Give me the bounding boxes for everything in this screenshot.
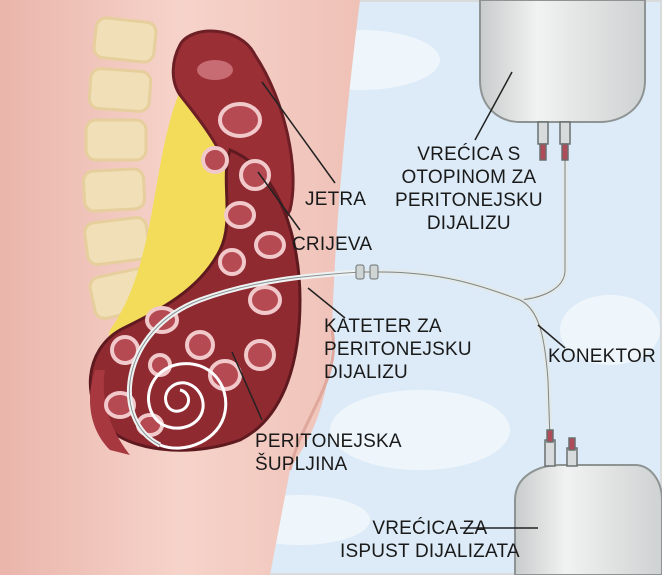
drain-bag-label: VREĆICA ZA ISPUST DIJALIZATA [340,517,520,563]
cavity-label-line-1: PERITONEJSKA [255,430,402,453]
solution-bag-label-line-3: PERITONEJSKU [395,189,543,212]
solution-bag-label-line-4: DIJALIZU [395,212,543,235]
cavity-label-line-2: ŠUPLJINA [255,453,402,476]
intestines-label: CRIJEVA [292,233,372,256]
catheter-label-line-1: KATETER ZA [324,315,472,338]
solution-bag [480,0,645,122]
drain-bag [515,465,662,575]
catheter-label-line-3: DIJALIZU [324,361,472,384]
catheter-label-line-2: PERITONEJSKU [324,338,472,361]
solution-bag-label: VREĆICA S OTOPINOM ZA PERITONEJSKU DIJAL… [395,143,543,235]
drain-bag-label-line-1: VREĆICA ZA [340,517,520,540]
connector-label: KONEKTOR [548,345,656,368]
drain-bag-label-line-2: ISPUST DIJALIZATA [340,540,520,563]
catheter-label: KATETER ZA PERITONEJSKU DIJALIZU [324,315,472,384]
cavity-label: PERITONEJSKA ŠUPLJINA [255,430,402,476]
solution-bag-label-line-1: VREĆICA S [395,143,543,166]
solution-bag-label-line-2: OTOPINOM ZA [395,166,543,189]
liver-label: JETRA [305,188,366,211]
